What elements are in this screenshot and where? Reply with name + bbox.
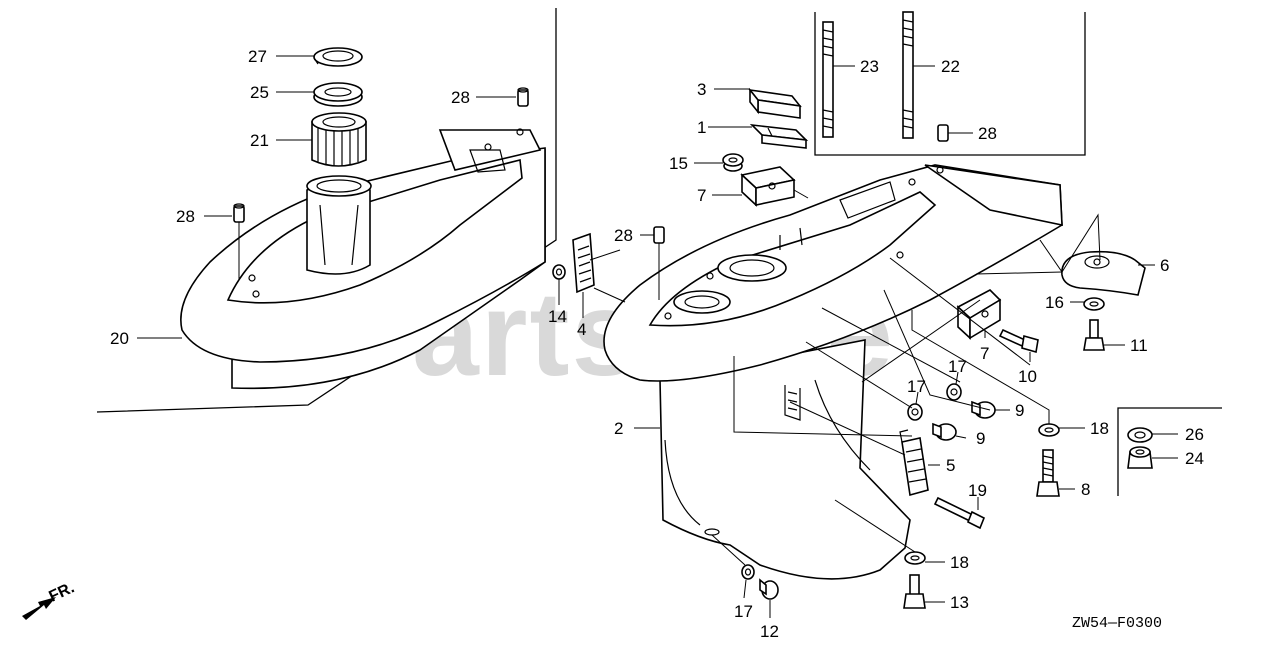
- callout-28-a: 28: [451, 88, 470, 107]
- dowel-pin-28-d: [653, 226, 665, 244]
- callout-10: 10: [1018, 367, 1037, 386]
- front-direction-arrow: FR.: [22, 579, 77, 620]
- extension-case-right: [603, 164, 1063, 580]
- callout-labels: 27 25 21 28 28 20 14 4 3 1 15 7 28 23 22…: [110, 47, 1204, 641]
- callout-5: 5: [946, 456, 955, 475]
- bolt-10: [998, 328, 1039, 354]
- nut-24: [1127, 446, 1153, 469]
- seal-rubber-4: [572, 232, 595, 294]
- callout-14: 14: [548, 307, 567, 326]
- mount-rubber-3: [748, 87, 802, 119]
- callout-22: 22: [941, 57, 960, 76]
- callout-17-b: 17: [907, 377, 926, 396]
- bolt-13: [903, 574, 926, 609]
- callout-17-c: 17: [734, 602, 753, 621]
- grommet-15: [722, 153, 744, 172]
- callout-13: 13: [950, 593, 969, 612]
- callout-4: 4: [577, 320, 586, 339]
- anode-6: [1061, 250, 1146, 296]
- stud-bolt-22: [902, 11, 914, 139]
- callout-26: 26: [1185, 425, 1204, 444]
- callout-6: 6: [1160, 256, 1169, 275]
- mount-rubber-7-lower: [956, 289, 1002, 340]
- callout-18-b: 18: [950, 553, 969, 572]
- seal-rubber-5: [899, 429, 929, 497]
- bolt-12: [759, 578, 779, 600]
- stud-bolt-23: [822, 21, 834, 138]
- callout-9-a: 9: [1015, 401, 1024, 420]
- washer-25: [313, 82, 363, 107]
- bolt-9-a: [971, 400, 996, 419]
- callout-1: 1: [697, 118, 706, 137]
- callout-3: 3: [697, 80, 706, 99]
- callout-7-a: 7: [697, 186, 706, 205]
- washer-17-c: [741, 564, 755, 580]
- bolt-19: [933, 496, 986, 530]
- callout-20: 20: [110, 329, 129, 348]
- callout-12: 12: [760, 622, 779, 641]
- bolt-11: [1083, 319, 1105, 351]
- dowel-pin-28-c: [937, 124, 949, 142]
- dowel-pin-28-b: [233, 203, 245, 223]
- callout-7-b: 7: [980, 344, 989, 363]
- washer-16: [1083, 297, 1105, 311]
- spring-clip-27: [313, 47, 363, 67]
- washer-26: [1127, 427, 1153, 443]
- mount-rubber-7-upper: [740, 166, 796, 207]
- callout-25: 25: [250, 83, 269, 102]
- callout-28-c: 28: [614, 226, 633, 245]
- bolt-9-b: [932, 422, 957, 441]
- callout-17-a: 17: [948, 357, 967, 376]
- leader-lines: [137, 55, 1178, 618]
- washer-17-a: [946, 383, 962, 401]
- washer-18-b: [904, 551, 926, 565]
- callout-9-b: 9: [976, 429, 985, 448]
- grommet-14: [552, 264, 566, 280]
- callout-23: 23: [860, 57, 879, 76]
- direction-label: FR.: [47, 579, 78, 605]
- callout-28-b: 28: [176, 207, 195, 226]
- callout-28-d: 28: [978, 124, 997, 143]
- callout-8: 8: [1081, 480, 1090, 499]
- extension-case-left: [180, 128, 546, 390]
- bolt-8: [1036, 449, 1060, 497]
- callout-16: 16: [1045, 293, 1064, 312]
- callout-27: 27: [248, 47, 267, 66]
- bearing-21: [311, 112, 367, 167]
- callout-2: 2: [614, 419, 623, 438]
- callout-11: 11: [1130, 336, 1148, 355]
- callout-21: 21: [250, 131, 269, 150]
- mount-rubber-1: [749, 123, 809, 149]
- callout-24: 24: [1185, 449, 1204, 468]
- callout-15: 15: [669, 154, 688, 173]
- callout-19: 19: [968, 481, 987, 500]
- callout-18-a: 18: [1090, 419, 1109, 438]
- diagram-code: ZW54—F0300: [1072, 615, 1162, 632]
- washer-18-a: [1038, 423, 1060, 437]
- dowel-pin-28-a: [517, 87, 529, 107]
